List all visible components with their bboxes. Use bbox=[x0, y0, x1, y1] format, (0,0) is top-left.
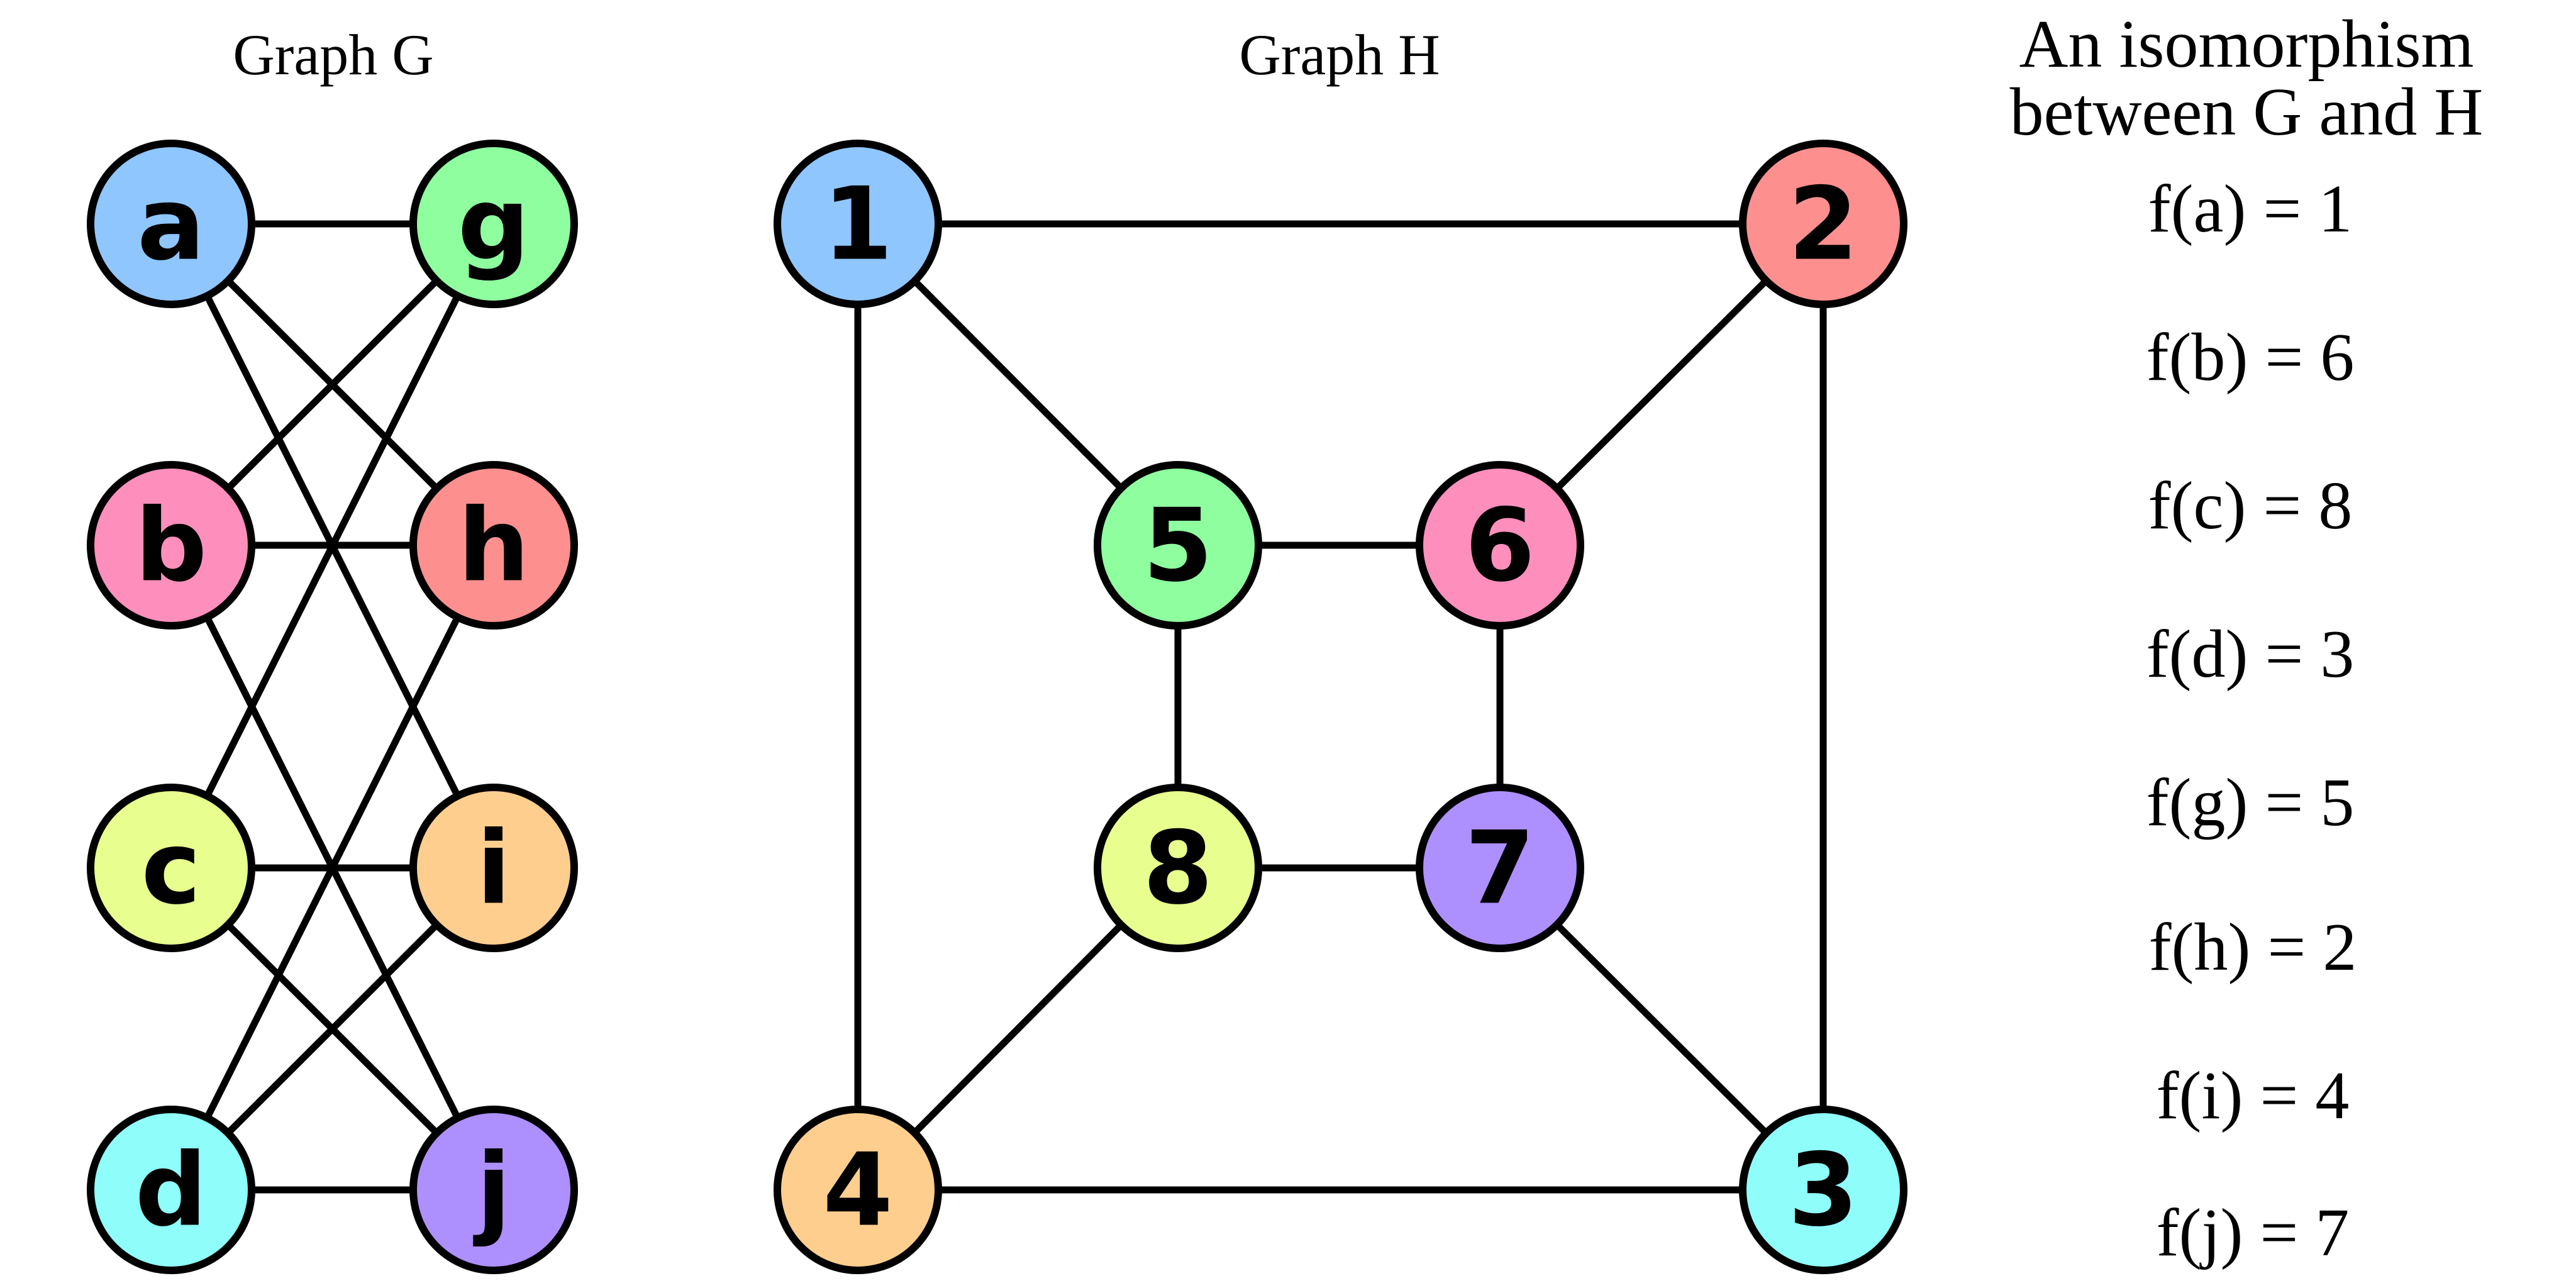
graph-g-node-label: g bbox=[458, 165, 530, 283]
graph-g-node-j: j bbox=[409, 1106, 578, 1274]
graph-g-node-circle bbox=[87, 461, 255, 630]
graph-h-node-circle bbox=[1739, 140, 1907, 308]
graph-g-node-d: d bbox=[87, 1106, 255, 1274]
graph-g-node-circle bbox=[87, 1106, 255, 1274]
graph-h-node-label: 3 bbox=[1788, 1131, 1858, 1249]
graph-g-node-circle bbox=[409, 140, 578, 308]
graph-g-node-circle bbox=[409, 784, 578, 952]
graph-g-node-label: b bbox=[135, 487, 208, 604]
graph-h-node-label: 5 bbox=[1143, 487, 1213, 604]
mapping-row: f(i) = 4 bbox=[2157, 1058, 2350, 1133]
graph-g-title: Graph G bbox=[233, 23, 433, 87]
graph-h-node-label: 1 bbox=[823, 165, 892, 283]
graph-h-node-circle bbox=[774, 1106, 942, 1274]
graph-h-node-label: 4 bbox=[823, 1131, 892, 1249]
mapping-row: f(g) = 5 bbox=[2146, 765, 2355, 840]
graph-g-node-circle bbox=[87, 784, 255, 952]
graph-h-node-label: 2 bbox=[1788, 165, 1858, 283]
graph-g-node-label: a bbox=[137, 165, 205, 283]
mapping-row: f(d) = 3 bbox=[2146, 617, 2355, 692]
graph-h-node-7: 7 bbox=[1416, 784, 1584, 952]
mapping-row: f(c) = 8 bbox=[2148, 469, 2353, 543]
graph-h-title: Graph H bbox=[1239, 23, 1440, 87]
graph-g-node-label: j bbox=[473, 1131, 511, 1249]
isomorphism-heading-line2: between G and H bbox=[2010, 75, 2484, 150]
graph-g-edge-c-g bbox=[168, 222, 497, 870]
graph-g-node-label: c bbox=[142, 809, 201, 927]
graph-g-node-g: g bbox=[409, 140, 578, 308]
graph-g-node-label: d bbox=[135, 1131, 208, 1249]
graph-h-node-6: 6 bbox=[1416, 461, 1584, 630]
mapping-row: f(b) = 6 bbox=[2146, 320, 2355, 395]
graph-h-node-2: 2 bbox=[1739, 140, 1907, 308]
graph-h-node-8: 8 bbox=[1094, 784, 1262, 952]
graph-h-node-3: 3 bbox=[1739, 1106, 1907, 1274]
graph-g-node-c: c bbox=[87, 784, 255, 952]
mapping-row: f(h) = 2 bbox=[2149, 910, 2357, 985]
graph-g-node-i: i bbox=[409, 784, 578, 952]
graph-g-node-circle bbox=[409, 1106, 578, 1274]
graph-h-node-5: 5 bbox=[1094, 461, 1262, 630]
graph-h-node-circle bbox=[774, 140, 942, 308]
graph-h-node-4: 4 bbox=[774, 1106, 942, 1274]
graph-g-node-circle bbox=[409, 461, 578, 630]
graph-h-node-label: 6 bbox=[1465, 487, 1535, 604]
graph-h-node-label: 8 bbox=[1143, 809, 1213, 927]
graph-g-node-b: b bbox=[87, 461, 255, 630]
graph-g-node-label: h bbox=[458, 487, 530, 604]
mapping-row: f(j) = 7 bbox=[2157, 1196, 2350, 1270]
graph-g-node-a: a bbox=[87, 140, 255, 308]
graph-g-node-h: h bbox=[409, 461, 578, 630]
graph-h-node-circle bbox=[1094, 461, 1262, 630]
graph-g-node-circle bbox=[87, 140, 255, 308]
graph-h-node-circle bbox=[1416, 784, 1584, 952]
graph-g-edge-d-h bbox=[168, 543, 497, 1192]
graph-h-node-circle bbox=[1739, 1106, 1907, 1274]
graph-h-node-1: 1 bbox=[774, 140, 942, 308]
isomorphism-heading-line1: An isomorphism bbox=[2019, 7, 2473, 82]
graph-h-node-label: 7 bbox=[1465, 809, 1535, 927]
mapping-row: f(a) = 1 bbox=[2148, 172, 2353, 247]
graph-h-node-circle bbox=[1416, 461, 1584, 630]
graph-h-node-circle bbox=[1094, 784, 1262, 952]
graph-h-nodes: 1 2 5 6 8 7 4 3 bbox=[774, 140, 1907, 1274]
graph-g-node-label: i bbox=[477, 809, 511, 927]
graph-g-nodes: a g b h c i d j bbox=[87, 140, 578, 1274]
isomorphism-panel: An isomorphism between G and H f(a) = 1 … bbox=[2010, 7, 2484, 1270]
